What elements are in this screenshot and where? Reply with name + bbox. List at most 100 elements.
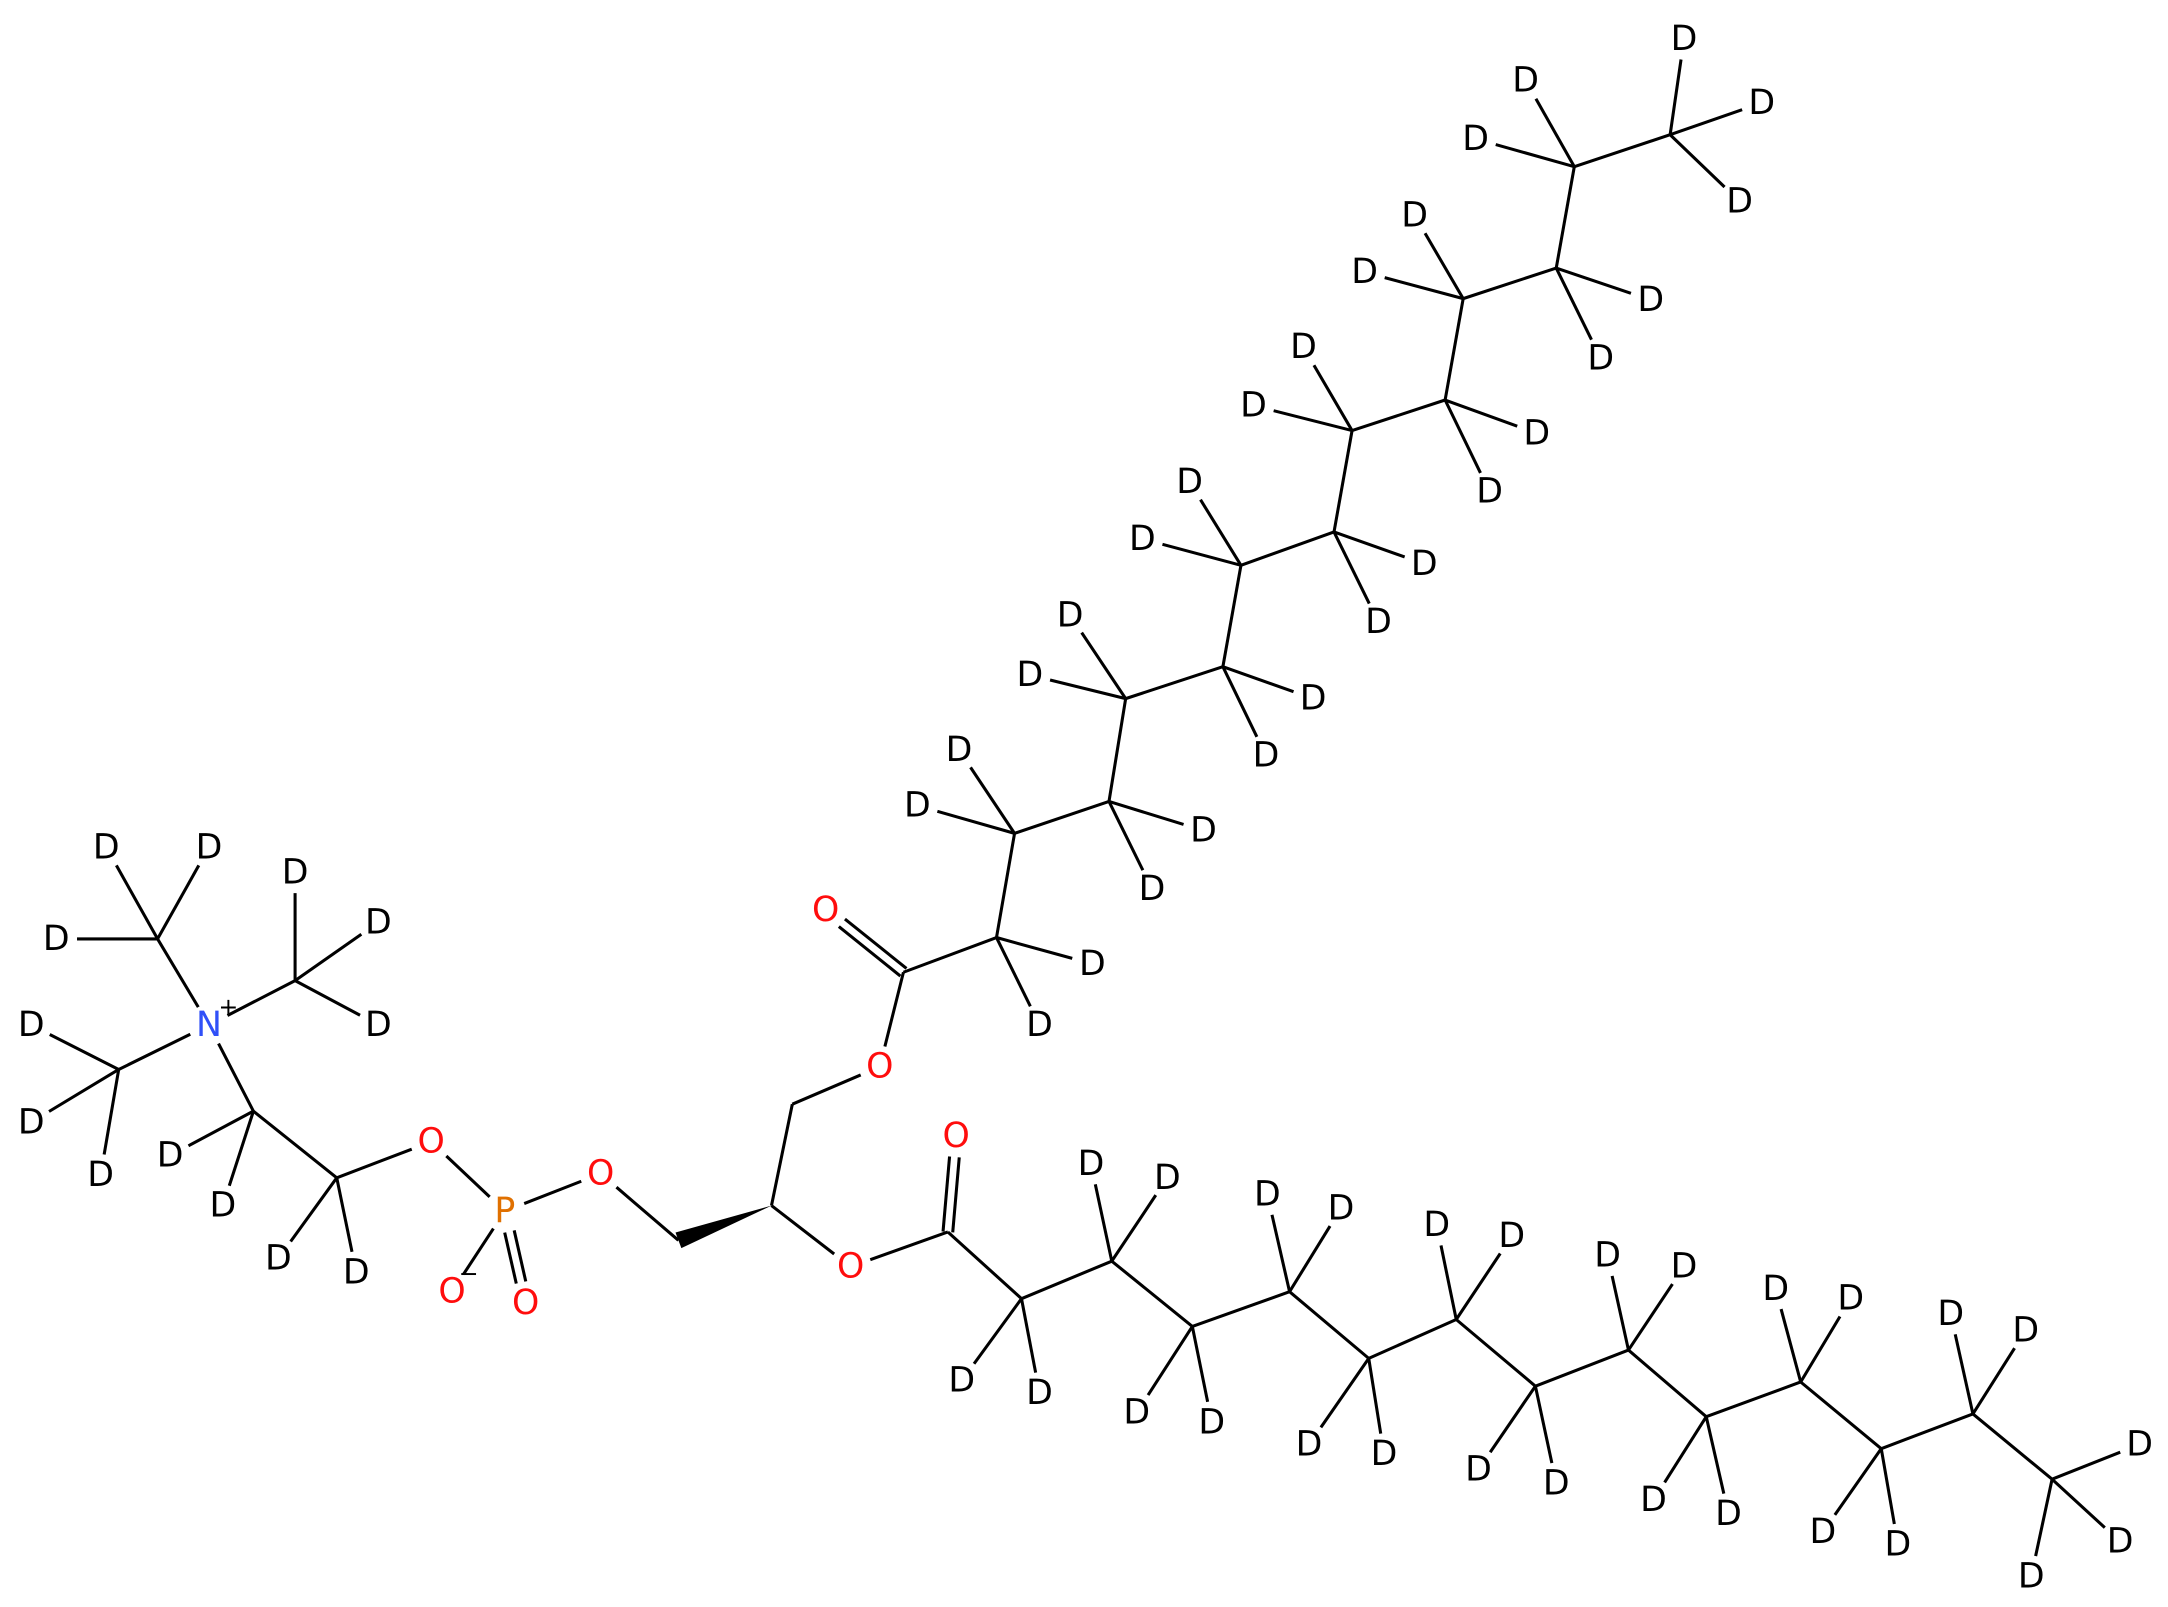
atom-label-d: D xyxy=(343,1252,370,1292)
single-bond xyxy=(1351,398,1446,433)
single-bond xyxy=(883,971,905,1047)
atom-label-d: D xyxy=(1253,736,1280,776)
single-bond xyxy=(1663,1415,1708,1484)
single-bond xyxy=(1221,565,1243,667)
atom-label-d: D xyxy=(209,1186,236,1226)
positive-charge: + xyxy=(219,993,239,1021)
atom-label-d: D xyxy=(1079,944,1106,984)
atom-label-d: D xyxy=(1296,1424,1323,1464)
single-bond xyxy=(1288,1225,1332,1293)
atom-label-d: D xyxy=(2126,1424,2153,1464)
atom-label-d: D xyxy=(1154,1158,1181,1198)
single-bond xyxy=(1971,1347,2016,1415)
single-bond xyxy=(769,1103,794,1206)
single-bond xyxy=(48,1068,120,1113)
single-bond xyxy=(1627,1283,1674,1351)
single-bond xyxy=(336,1147,413,1180)
single-bond xyxy=(1439,1245,1458,1320)
single-bond xyxy=(1668,59,1683,135)
single-bond xyxy=(1455,1318,1537,1388)
single-bond xyxy=(118,1032,191,1071)
single-bond xyxy=(1190,1326,1210,1403)
single-bond xyxy=(1495,143,1575,169)
atom-label-o: O xyxy=(837,1247,864,1287)
atom-label-d: D xyxy=(93,827,120,867)
single-bond xyxy=(1288,1290,1370,1360)
atom-label-d: D xyxy=(1762,1269,1789,1309)
atom-label-d: D xyxy=(1365,602,1392,642)
single-bond xyxy=(1107,800,1145,871)
atom-label-d: D xyxy=(157,1136,184,1176)
single-bond xyxy=(1110,1194,1158,1263)
single-bond xyxy=(615,1186,680,1242)
atom-label-o: O xyxy=(812,890,839,930)
atom-label-d: D xyxy=(1462,119,1489,159)
single-bond xyxy=(102,1069,121,1155)
single-bond xyxy=(1669,133,1726,189)
atom-label-d: D xyxy=(1837,1279,1864,1319)
single-bond xyxy=(1019,1298,1038,1373)
single-bond xyxy=(1610,1275,1630,1351)
single-bond xyxy=(1384,276,1464,301)
single-bond xyxy=(289,1176,338,1243)
atom-label-d: D xyxy=(1748,83,1775,123)
single-bond xyxy=(1146,1325,1194,1396)
single-bond xyxy=(2034,1478,2054,1557)
atom-label-d: D xyxy=(1465,1449,1492,1489)
single-bond xyxy=(445,1154,491,1198)
atom-label-d: D xyxy=(1254,1174,1281,1214)
single-bond xyxy=(1879,1448,1896,1525)
single-bond xyxy=(1367,1358,1383,1434)
atom-label-d: D xyxy=(1123,1393,1150,1433)
single-bond xyxy=(1221,666,1259,738)
atom-label-d: D xyxy=(1078,1144,1105,1184)
negative-charge: − xyxy=(459,1260,479,1288)
single-bond xyxy=(1222,665,1295,694)
single-bond xyxy=(1108,799,1184,826)
single-bond xyxy=(1704,1416,1726,1494)
atom-label-d: D xyxy=(43,919,70,959)
single-bond xyxy=(972,1297,1023,1365)
atom-label-d: D xyxy=(196,827,223,867)
atom-label-o: O xyxy=(943,1116,970,1156)
double-bond xyxy=(941,1156,952,1232)
single-bond xyxy=(1627,1348,1708,1418)
atom-label-d: D xyxy=(1371,1434,1398,1474)
single-bond xyxy=(2051,1478,2106,1529)
atom-label-d: D xyxy=(365,902,392,942)
atom-label-d: D xyxy=(904,786,931,826)
single-bond xyxy=(1953,1333,1975,1415)
single-bond xyxy=(1454,1252,1502,1321)
atom-label-p: P xyxy=(494,1191,515,1231)
single-bond xyxy=(1880,1412,1974,1451)
double-bond xyxy=(951,1157,961,1233)
atom-label-d: D xyxy=(948,1361,975,1401)
atom-label-d: D xyxy=(1057,595,1084,635)
atom-label-d: D xyxy=(2107,1522,2134,1562)
single-bond xyxy=(969,766,1016,835)
atom-label-d: D xyxy=(1351,252,1378,292)
single-bond xyxy=(1333,530,1406,559)
single-bond xyxy=(156,864,201,940)
bonds xyxy=(48,59,2121,1557)
single-bond xyxy=(1240,530,1335,567)
single-bond xyxy=(770,1204,836,1256)
atom-label-o: O xyxy=(438,1272,465,1312)
atom-label-d: D xyxy=(1300,679,1327,719)
atom-label-d: D xyxy=(18,1102,45,1142)
atom-label-d: D xyxy=(265,1238,292,1278)
double-bond xyxy=(512,1230,528,1282)
single-bond xyxy=(994,833,1017,938)
single-bond xyxy=(1462,266,1557,301)
single-bond xyxy=(1533,1385,1554,1464)
atom-label-n: N xyxy=(196,1005,222,1045)
single-bond xyxy=(1107,698,1128,802)
single-bond xyxy=(1125,665,1224,701)
atom-label-d: D xyxy=(1026,1005,1053,1045)
atom-label-d: D xyxy=(1885,1524,1912,1564)
wedge-bond xyxy=(675,1205,772,1249)
single-bond xyxy=(187,1109,255,1148)
atom-label-d: D xyxy=(1240,386,1267,426)
single-bond xyxy=(1705,1380,1802,1419)
